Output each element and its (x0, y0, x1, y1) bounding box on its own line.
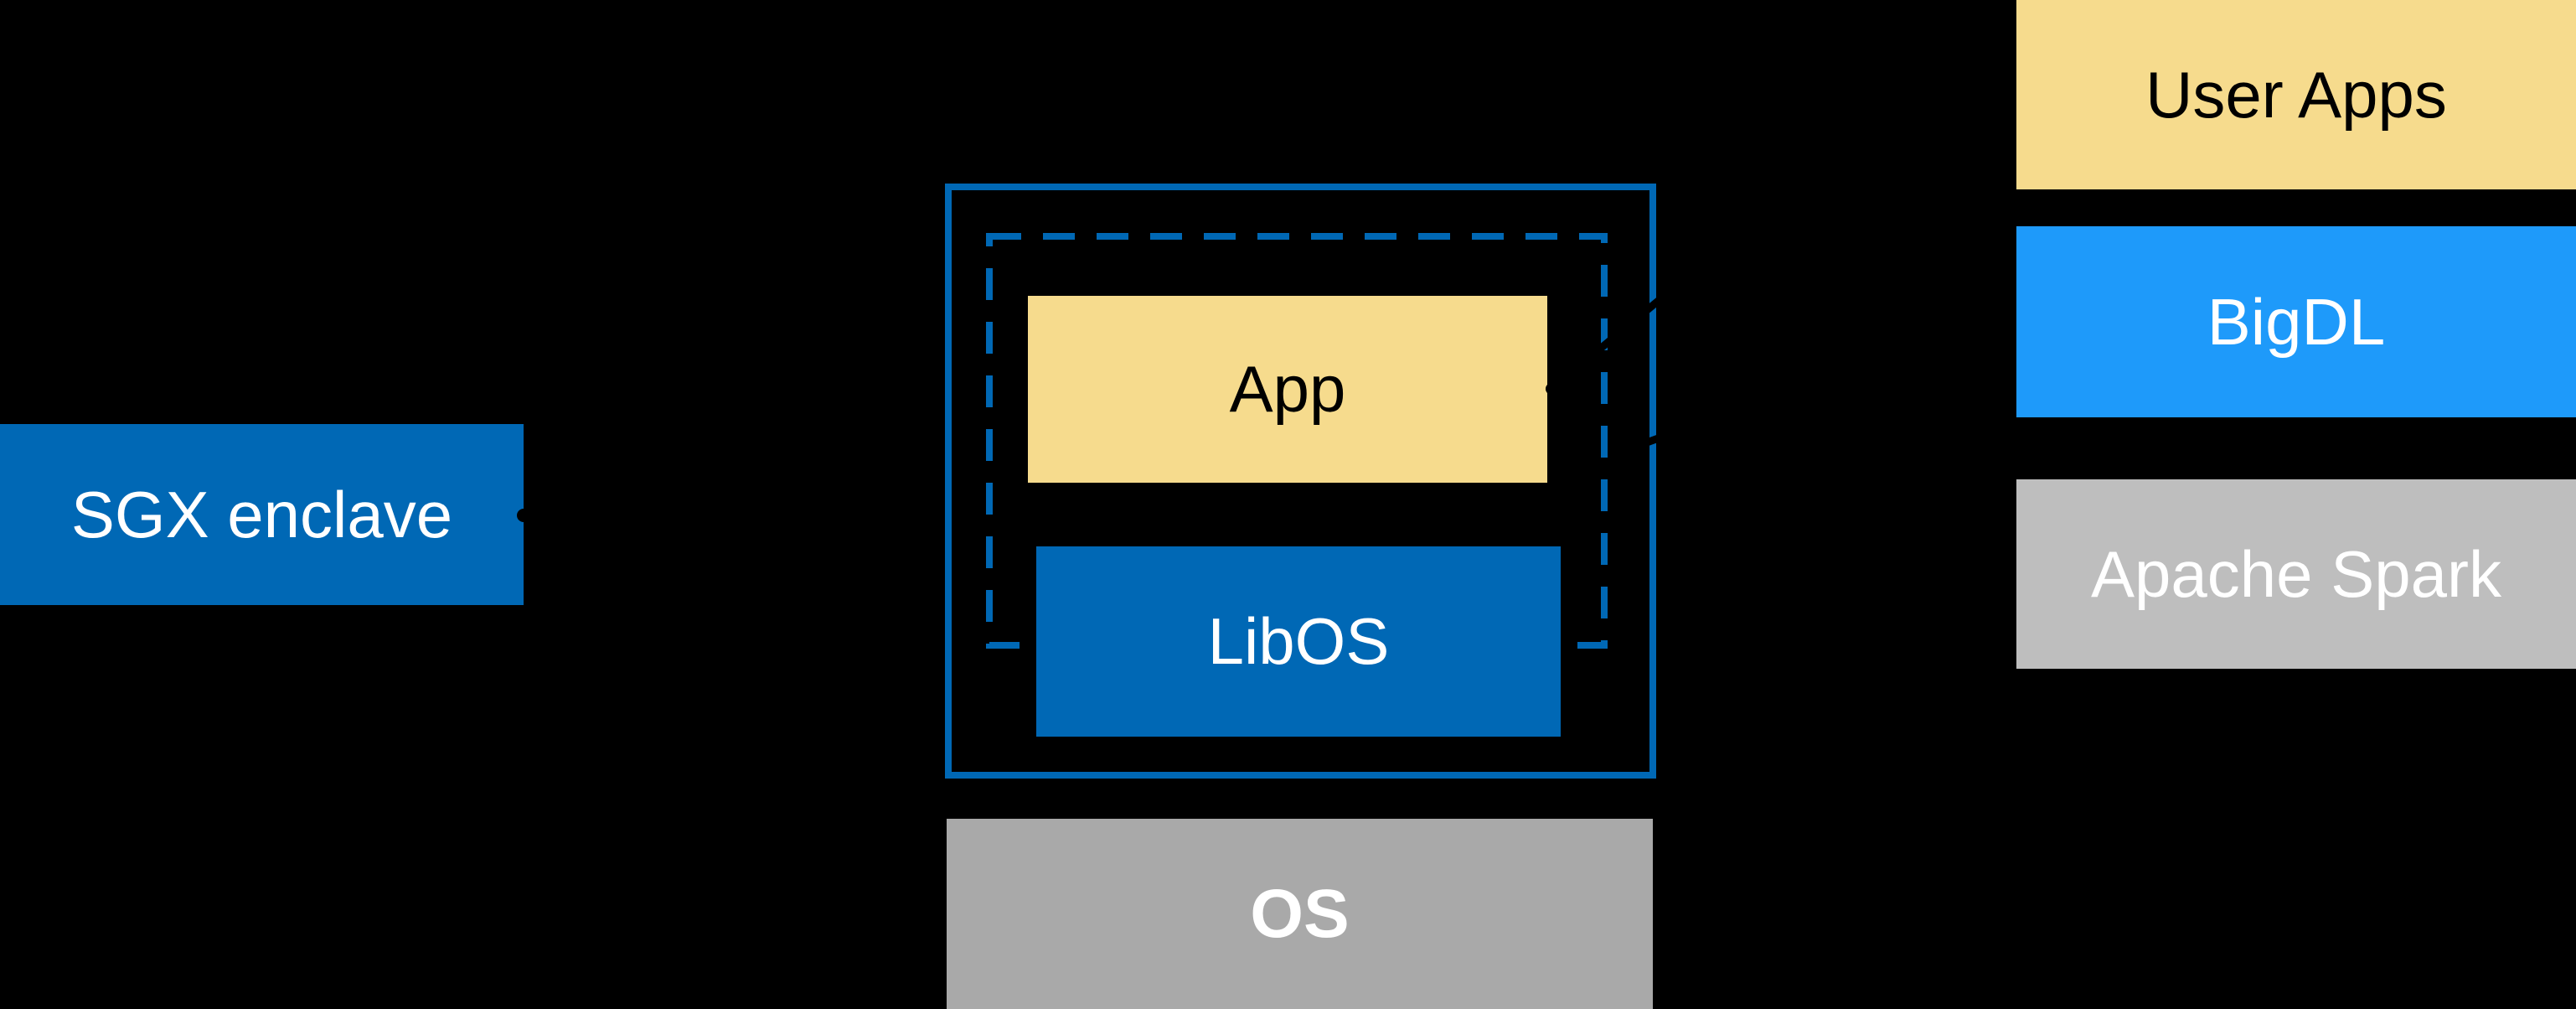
os-box: OS (947, 819, 1653, 1009)
libos-box: LibOS (1036, 546, 1561, 737)
enclave-outline-box (945, 184, 1656, 779)
sgx-enclave-label: SGX enclave (70, 477, 453, 551)
bigdl-box: BigDL (2016, 226, 2576, 417)
user-apps-box: User Apps (2016, 0, 2576, 189)
bigdl-label: BigDL (2207, 284, 2386, 359)
app-box: App (1028, 296, 1547, 483)
sgx-enclave-box: SGX enclave (0, 424, 524, 605)
apache-spark-label: Apache Spark (2091, 536, 2501, 611)
sgx-enclave-connector-line (523, 511, 922, 545)
os-label: OS (1250, 875, 1350, 952)
stack-to-enclave-arrow-line (1615, 324, 1962, 458)
libos-label: LibOS (1207, 604, 1390, 678)
user-apps-label: User Apps (2145, 57, 2447, 132)
app-label: App (1229, 352, 1346, 426)
apache-spark-box: Apache Spark (2016, 479, 2576, 669)
